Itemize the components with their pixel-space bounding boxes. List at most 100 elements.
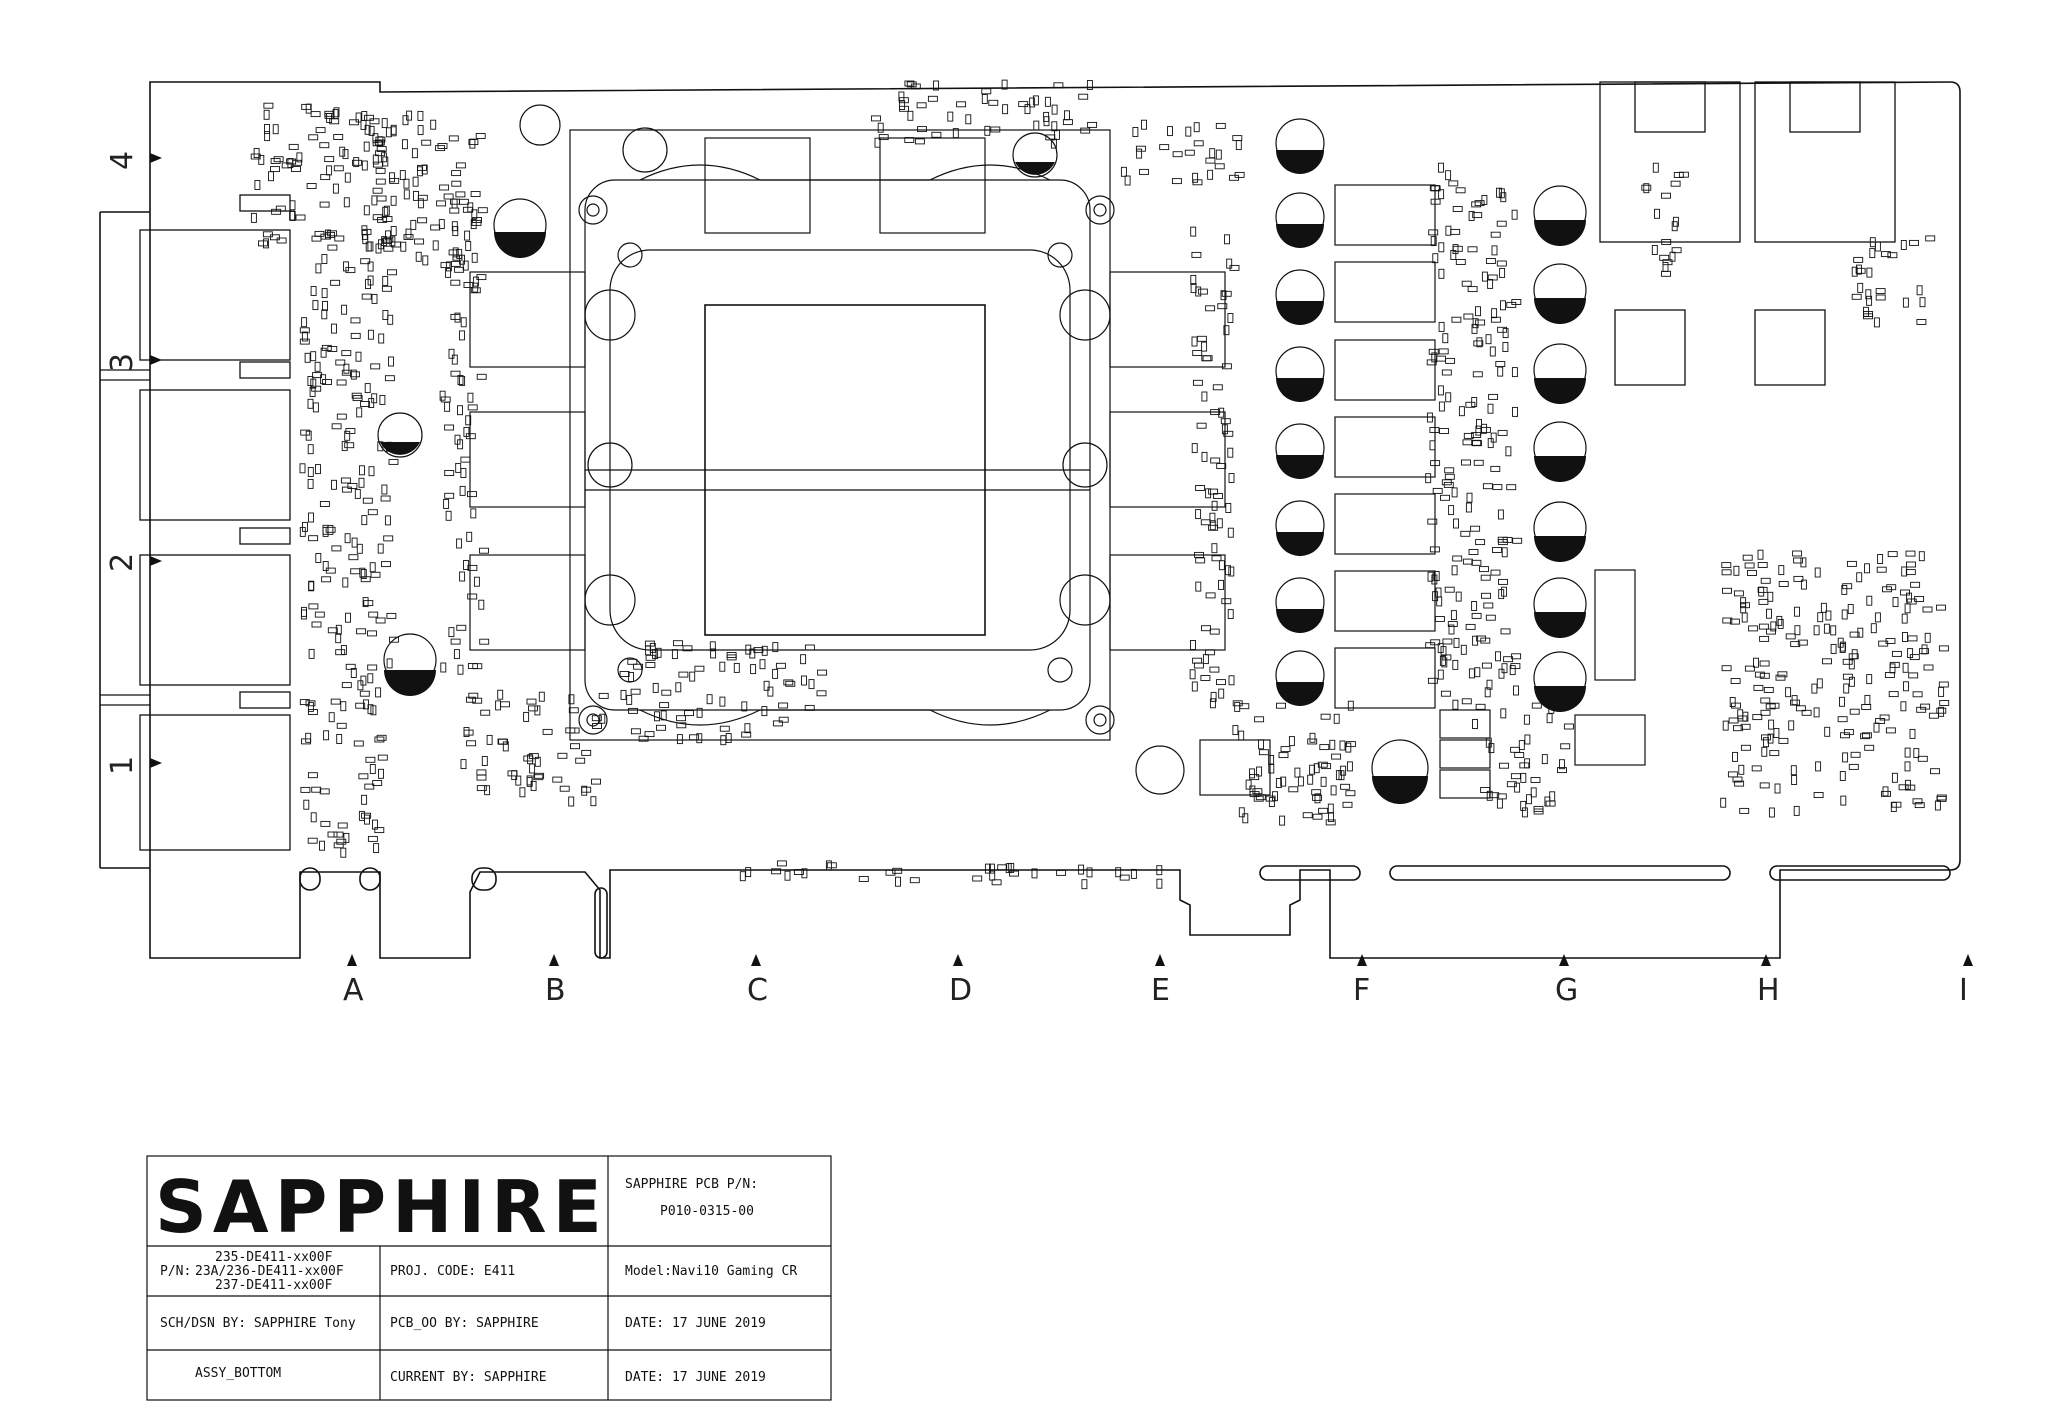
smd-part bbox=[352, 159, 362, 166]
smd-part bbox=[1195, 485, 1206, 491]
smd-part bbox=[706, 694, 713, 705]
smd-part bbox=[336, 722, 347, 729]
smd-part bbox=[694, 665, 705, 672]
smd-part bbox=[312, 372, 323, 379]
smd-part bbox=[1752, 714, 1763, 721]
smd-part bbox=[1471, 612, 1482, 619]
smd-part bbox=[341, 350, 352, 357]
smd-part bbox=[325, 526, 336, 533]
smd-part bbox=[1249, 774, 1260, 781]
smd-part bbox=[1794, 625, 1801, 636]
smd-part bbox=[1869, 237, 1876, 248]
smd-part bbox=[1210, 409, 1221, 416]
smd-part bbox=[1909, 239, 1919, 246]
smd-part bbox=[1438, 189, 1445, 200]
smd-part bbox=[263, 238, 269, 249]
smd-part bbox=[744, 723, 751, 734]
smd-part bbox=[1001, 79, 1008, 90]
smd-part bbox=[581, 749, 592, 756]
smd-part bbox=[1857, 627, 1864, 638]
smd-part bbox=[726, 654, 737, 661]
smd-part bbox=[368, 398, 375, 408]
smd-part bbox=[250, 153, 261, 160]
smd-part bbox=[1740, 603, 1747, 614]
smd-part bbox=[1820, 602, 1827, 613]
smd-part bbox=[1487, 278, 1494, 289]
smd-part bbox=[1767, 733, 1774, 744]
smd-part bbox=[660, 710, 667, 721]
smd-part bbox=[1671, 247, 1682, 254]
smd-part bbox=[360, 576, 371, 583]
smd-part bbox=[1190, 226, 1197, 237]
smd-part bbox=[1759, 635, 1770, 642]
smd-part bbox=[1223, 325, 1230, 336]
smd-part bbox=[1906, 598, 1917, 605]
smd-part bbox=[311, 786, 322, 793]
smd-part bbox=[1722, 587, 1732, 594]
smd-part bbox=[1225, 503, 1232, 513]
column-marker-a bbox=[347, 954, 357, 966]
smd-part bbox=[463, 282, 474, 288]
smd-part bbox=[904, 137, 915, 143]
smd-part bbox=[380, 495, 391, 502]
smd-part bbox=[1866, 674, 1873, 685]
smd-part bbox=[1496, 220, 1507, 227]
smd-part bbox=[816, 690, 827, 697]
smd-part bbox=[892, 867, 903, 874]
smd-part bbox=[997, 864, 1008, 871]
smd-part bbox=[1475, 319, 1486, 326]
smd-part bbox=[1912, 691, 1923, 698]
smd-part bbox=[470, 287, 481, 294]
smd-part bbox=[365, 756, 376, 763]
smd-part bbox=[382, 310, 389, 320]
smd-part bbox=[719, 696, 726, 707]
smd-part bbox=[1524, 758, 1531, 769]
smd-part bbox=[451, 354, 458, 365]
smd-part bbox=[1445, 357, 1456, 364]
smd-part bbox=[1339, 740, 1346, 751]
smd-part bbox=[1549, 791, 1556, 802]
row-markers: 4 3 2 1 bbox=[105, 151, 162, 775]
pn-line-2: 23A/236-DE411-xx00F bbox=[195, 1264, 344, 1279]
smd-part bbox=[1891, 650, 1902, 657]
smd-part bbox=[1909, 728, 1916, 739]
smd-part bbox=[1331, 753, 1342, 760]
smd-part bbox=[885, 869, 896, 876]
smd-part bbox=[308, 581, 315, 592]
smd-part bbox=[947, 111, 954, 122]
smd-part bbox=[421, 139, 432, 146]
smd-part bbox=[1124, 175, 1131, 186]
smd-part bbox=[1842, 673, 1853, 680]
smd-part bbox=[1451, 487, 1458, 498]
smd-part bbox=[1078, 93, 1089, 100]
smd-part bbox=[451, 221, 458, 232]
smd-part bbox=[288, 143, 299, 150]
smd-part bbox=[1460, 644, 1467, 655]
smd-part bbox=[1447, 621, 1458, 627]
smd-part bbox=[1427, 518, 1438, 525]
smd-part bbox=[1930, 768, 1940, 775]
smd-part bbox=[1033, 120, 1040, 131]
smd-part bbox=[1429, 546, 1440, 553]
smd-part bbox=[1720, 797, 1727, 808]
proj-code: PROJ. CODE: E411 bbox=[390, 1264, 515, 1279]
smd-part bbox=[476, 774, 487, 781]
smd-part bbox=[676, 722, 687, 729]
smd-part bbox=[1936, 794, 1947, 801]
smd-part bbox=[1496, 798, 1503, 809]
smd-part bbox=[336, 379, 347, 386]
smd-part bbox=[289, 200, 296, 211]
smd-part bbox=[1541, 754, 1548, 765]
smd-part bbox=[628, 707, 638, 714]
smd-part bbox=[1900, 240, 1907, 250]
smd-part bbox=[619, 671, 630, 677]
smd-part bbox=[778, 702, 789, 709]
column-marker-e bbox=[1155, 954, 1165, 966]
smd-part bbox=[413, 190, 419, 201]
smd-part bbox=[534, 756, 541, 767]
smd-part bbox=[322, 561, 329, 571]
smd-part bbox=[480, 709, 491, 716]
smd-part bbox=[1856, 572, 1863, 583]
smd-part bbox=[533, 774, 544, 781]
smd-part bbox=[1479, 566, 1489, 573]
